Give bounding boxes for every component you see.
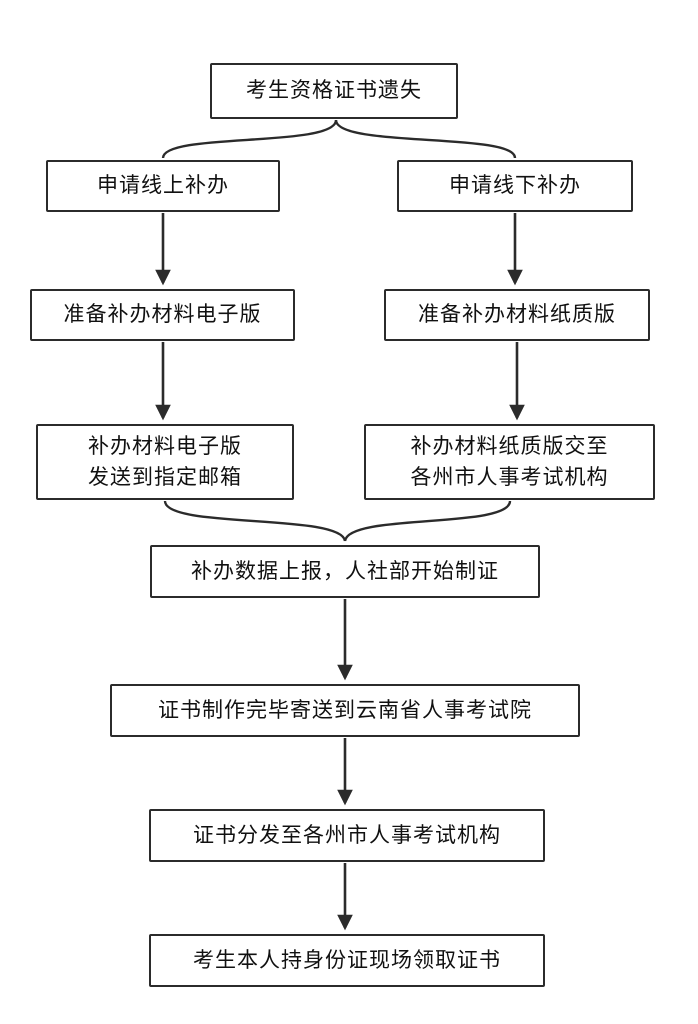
node-online-submit-materials-line2: 发送到指定邮箱 bbox=[88, 466, 242, 489]
node-online-apply: 申请线上补办 bbox=[46, 160, 280, 212]
node-offline-prepare-materials-label: 准备补办材料纸质版 bbox=[418, 303, 616, 327]
node-certificate-made: 证书制作完毕寄送到云南省人事考试院 bbox=[110, 684, 580, 737]
node-certificate-distribute: 证书分发至各州市人事考试机构 bbox=[149, 809, 545, 862]
node-certificate-pickup: 考生本人持身份证现场领取证书 bbox=[149, 934, 545, 987]
node-certificate-distribute-label: 证书分发至各州市人事考试机构 bbox=[193, 823, 501, 847]
node-data-report-label: 补办数据上报，人社部开始制证 bbox=[191, 559, 499, 583]
node-certificate-pickup-label: 考生本人持身份证现场领取证书 bbox=[193, 948, 501, 972]
node-offline-apply: 申请线下补办 bbox=[397, 160, 633, 212]
node-data-report: 补办数据上报，人社部开始制证 bbox=[150, 545, 540, 598]
merge-connector-right bbox=[343, 500, 512, 542]
node-certificate-made-label: 证书制作完毕寄送到云南省人事考试院 bbox=[158, 698, 532, 722]
node-online-prepare-materials-label: 准备补办材料电子版 bbox=[63, 303, 262, 327]
merge-connector-left bbox=[163, 500, 347, 542]
node-offline-apply-label: 申请线下补办 bbox=[449, 174, 581, 198]
node-online-submit-materials: 补办材料电子版 发送到指定邮箱 bbox=[36, 424, 294, 500]
node-certificate-lost: 考生资格证书遗失 bbox=[210, 63, 458, 119]
split-connector-left bbox=[161, 119, 338, 159]
node-online-submit-materials-line1: 补办材料电子版 bbox=[88, 434, 242, 458]
split-connector-right bbox=[334, 119, 517, 159]
node-online-apply-label: 申请线上补办 bbox=[97, 174, 229, 198]
node-offline-submit-materials-line2: 各州市人事考试机构 bbox=[410, 466, 609, 489]
node-offline-prepare-materials: 准备补办材料纸质版 bbox=[384, 289, 650, 341]
node-offline-submit-materials: 补办材料纸质版交至 各州市人事考试机构 bbox=[364, 424, 655, 500]
node-offline-submit-materials-line1: 补办材料纸质版交至 bbox=[410, 434, 609, 458]
node-online-prepare-materials: 准备补办材料电子版 bbox=[30, 289, 295, 341]
node-certificate-lost-label: 考生资格证书遗失 bbox=[246, 79, 422, 103]
